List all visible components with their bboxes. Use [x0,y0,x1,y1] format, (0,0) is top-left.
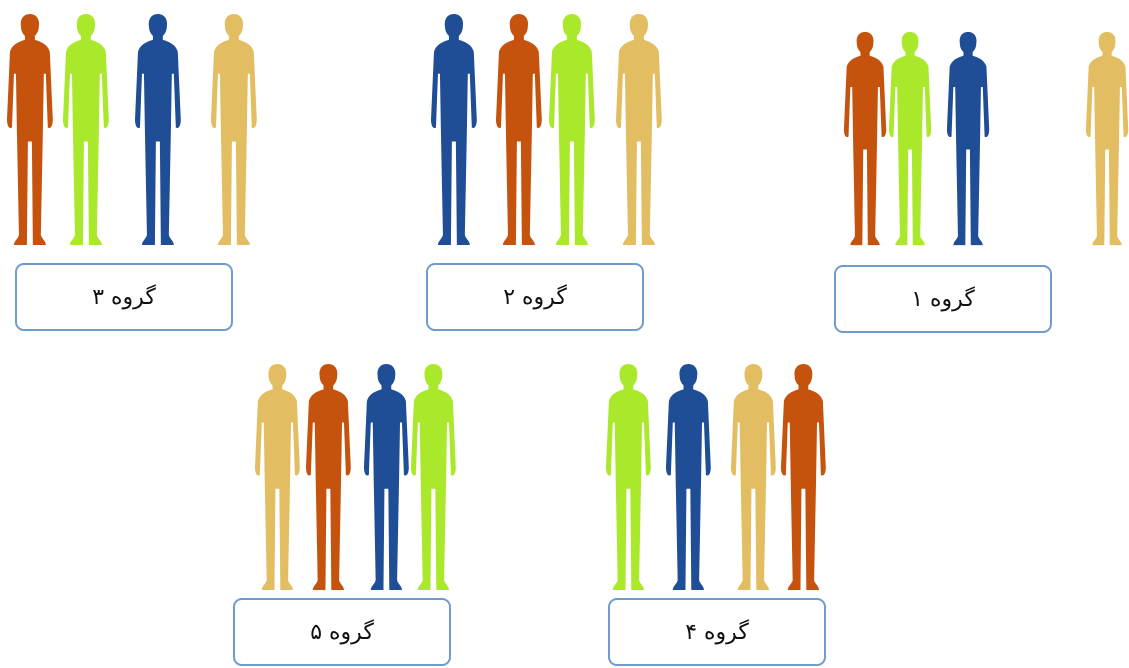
blue-person-silhouette [665,363,711,591]
orange-person-silhouette [495,14,542,245]
group-2-label: گروه ۲ [503,284,567,310]
lime-person-silhouette [605,363,651,591]
lime-person-silhouette [410,363,456,591]
blue-person-silhouette [430,14,477,245]
tan-person-silhouette [730,363,776,591]
orange-person-silhouette [780,363,826,591]
group-2-label-box: گروه ۲ [426,263,644,331]
group-3-label-box: گروه ۳ [15,263,233,331]
tan-person-silhouette [1085,31,1129,246]
tan-person-silhouette [254,363,300,591]
group-5-label-box: گروه ۵ [233,598,451,666]
lime-person-silhouette [548,14,595,245]
group-1-label: گروه ۱ [911,286,975,312]
lime-person-silhouette [888,31,932,246]
orange-person-silhouette [305,363,351,591]
lime-person-silhouette [62,14,109,245]
group-4-label: گروه ۴ [685,619,749,645]
tan-person-silhouette [615,14,662,245]
group-1-label-box: گروه ۱ [834,265,1052,333]
group-4-label-box: گروه ۴ [608,598,826,666]
blue-person-silhouette [946,31,990,246]
orange-person-silhouette [6,14,53,245]
group-5-label: گروه ۵ [310,619,374,645]
orange-person-silhouette [843,31,887,246]
group-3-label: گروه ۳ [92,284,156,310]
blue-person-silhouette [134,14,181,245]
tan-person-silhouette [210,14,257,245]
blue-person-silhouette [363,363,409,591]
